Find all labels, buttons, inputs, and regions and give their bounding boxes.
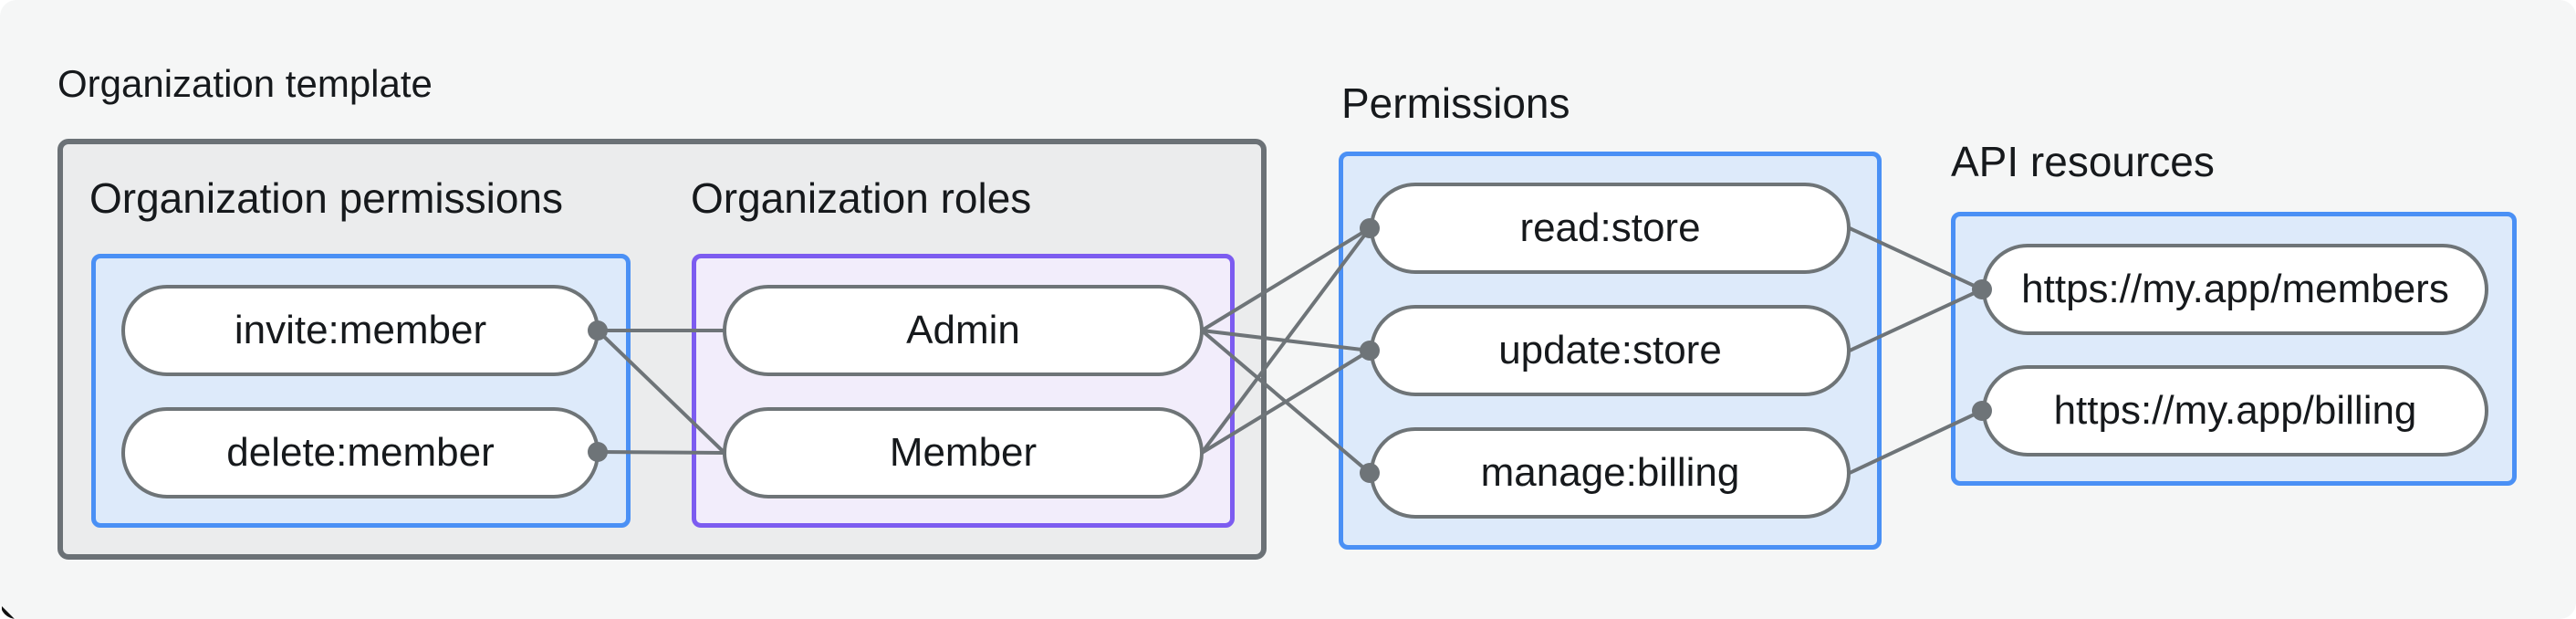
node-admin-label: Admin <box>906 308 1020 352</box>
node-my-app-members: https://my.app/members <box>1982 244 2488 335</box>
node-invite-member-label: invite:member <box>234 308 487 352</box>
node-delete-member-label: delete:member <box>226 430 495 475</box>
node-my-app-billing-label: https://my.app/billing <box>2053 388 2417 433</box>
node-update-store: update:store <box>1370 305 1851 396</box>
node-my-app-billing: https://my.app/billing <box>1982 365 2488 456</box>
organization-permissions-label: Organization permissions <box>89 174 564 222</box>
organization-roles-label: Organization roles <box>691 174 1032 222</box>
node-member-label: Member <box>889 430 1038 475</box>
node-manage-billing: manage:billing <box>1370 427 1851 519</box>
node-invite-member: invite:member <box>121 285 600 376</box>
permissions-label: Permissions <box>1341 79 1570 127</box>
node-delete-member: delete:member <box>121 407 600 498</box>
node-read-store-label: read:store <box>1519 205 1701 250</box>
node-admin: Admin <box>723 285 1204 376</box>
node-manage-billing-label: manage:billing <box>1480 450 1740 495</box>
node-member: Member <box>723 407 1204 498</box>
mouse-cursor-icon <box>2 606 15 619</box>
node-read-store: read:store <box>1370 183 1851 274</box>
node-my-app-members-label: https://my.app/members <box>2021 267 2449 311</box>
api-resources-label: API resources <box>1951 138 2215 185</box>
diagram-title: Organization template <box>57 62 433 105</box>
node-update-store-label: update:store <box>1498 328 1722 372</box>
